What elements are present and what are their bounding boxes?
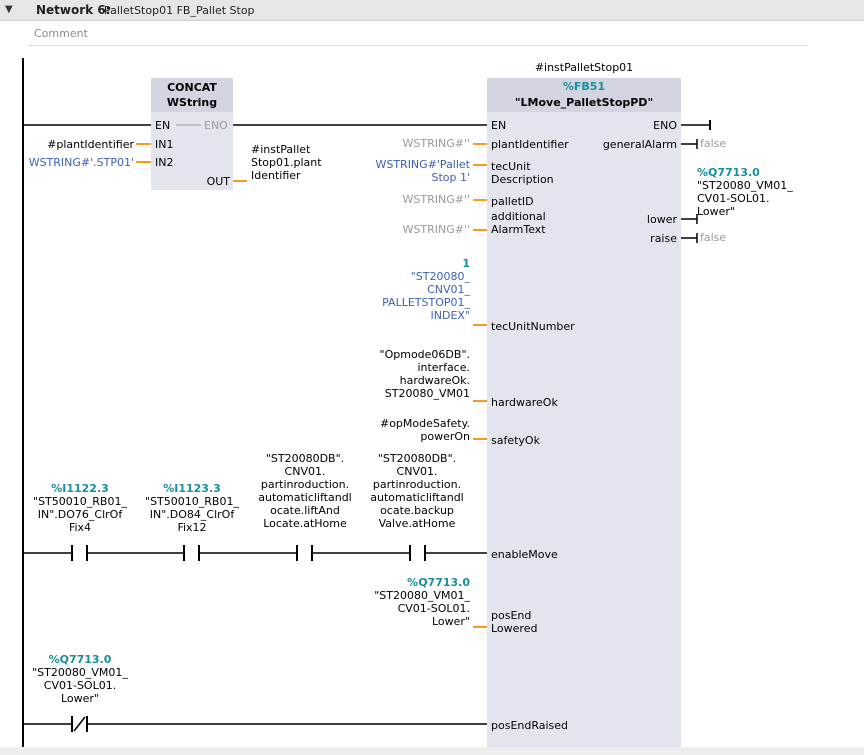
operand-posEndLowered[interactable]: %Q7713.0 "ST20080_VM01_ CV01-SOL01. Lowe… xyxy=(374,576,470,628)
label-palletID: palletID xyxy=(491,195,534,208)
operand-hardwareOk[interactable]: "Opmode06DB". interface. hardwareOk. ST2… xyxy=(379,348,470,400)
label-enableMove: enableMove xyxy=(491,548,558,561)
label-additionalAlarmText: additional AlarmText xyxy=(491,210,546,236)
concat-out-label: OUT xyxy=(206,175,230,188)
label-lower: lower xyxy=(646,213,677,226)
contact-c4[interactable] xyxy=(409,545,426,561)
network-name: PalletStop01 FB_Pallet Stop xyxy=(104,4,255,17)
fb-name: "LMove_PalletStopPD" xyxy=(514,96,654,109)
label-generalAlarm: generalAlarm xyxy=(602,138,677,151)
concat-eno-label: ENO xyxy=(204,119,228,132)
concat-type: WString xyxy=(166,96,218,109)
label-safetyOk: safetyOk xyxy=(491,434,540,447)
contact-c3[interactable] xyxy=(296,545,313,561)
fb-number: %FB51 xyxy=(562,80,606,93)
out-operand[interactable]: #instPallet Stop01.plant Identifier xyxy=(251,143,322,182)
operand-additionalAlarmText[interactable]: WSTRING#'' xyxy=(402,223,470,236)
label-hardwareOk: hardwareOk xyxy=(491,396,558,409)
label-raise: raise xyxy=(650,232,677,245)
concat-in1-label: IN1 xyxy=(155,138,174,151)
contact-c5-tag[interactable]: %Q7713.0 "ST20080_VM01_ CV01-SOL01. Lowe… xyxy=(32,653,128,705)
network-title: Network 6: xyxy=(36,3,111,17)
network-comment[interactable]: Comment xyxy=(28,22,808,46)
label-plantIdentifier: plantIdentifier xyxy=(491,138,569,151)
operand-generalAlarm[interactable]: false xyxy=(700,137,727,150)
operand-lower[interactable]: %Q7713.0 "ST20080_VM01_ CV01-SOL01. Lowe… xyxy=(697,166,793,218)
operand-plantIdentifier[interactable]: WSTRING#'' xyxy=(402,137,470,150)
label-posEndRaised: posEndRaised xyxy=(491,719,569,732)
fb-instance[interactable]: #instPalletStop01 xyxy=(534,61,634,74)
bottom-scroll-area xyxy=(0,747,864,755)
operand-tecUnitDescription[interactable]: WSTRING#'Pallet Stop 1' xyxy=(375,158,470,184)
collapse-triangle-icon[interactable]: ▼ xyxy=(5,4,13,15)
contact-c2[interactable] xyxy=(183,545,200,561)
label-tecUnitNumber: tecUnitNumber xyxy=(491,320,575,333)
contact-c1[interactable] xyxy=(71,545,88,561)
concat-en-label: EN xyxy=(155,119,171,132)
in1-operand[interactable]: #plantIdentifier xyxy=(47,138,134,151)
contact-c1-tag[interactable]: %I1122.3 "ST50010_RB01_ IN".DO76_ClrOf F… xyxy=(33,482,127,534)
contact-c2-tag[interactable]: %I1123.3 "ST50010_RB01_ IN".DO84_ClrOf F… xyxy=(145,482,239,534)
concat-in2-label: IN2 xyxy=(155,156,174,169)
operand-safetyOk[interactable]: #opModeSafety. powerOn xyxy=(379,417,470,443)
label-tecUnitDescription: tecUnit Description xyxy=(491,160,554,186)
operand-palletID[interactable]: WSTRING#'' xyxy=(402,193,470,206)
operand-raise[interactable]: false xyxy=(700,231,727,244)
network-header[interactable]: ▼ Network 6: PalletStop01 FB_Pallet Stop xyxy=(0,0,864,21)
concat-header xyxy=(151,78,233,112)
contact-c4-tag[interactable]: "ST20080DB". CNV01. partinroduction. aut… xyxy=(370,452,464,530)
contact-c3-tag[interactable]: "ST20080DB". CNV01. partinroduction. aut… xyxy=(258,452,352,530)
fb51-header xyxy=(487,78,681,112)
label-posEndLowered: posEnd Lowered xyxy=(491,609,538,635)
operand-tecUnitNumber[interactable]: 1 "ST20080_ CNV01_ PALLETSTOP01_ INDEX" xyxy=(382,257,470,322)
comment-placeholder: Comment xyxy=(34,27,88,40)
concat-title: CONCAT xyxy=(167,81,217,94)
fb-eno-label: ENO xyxy=(653,119,677,132)
fb51-block[interactable] xyxy=(487,78,681,748)
in2-operand[interactable]: WSTRING#'.STP01' xyxy=(28,156,134,169)
fb-en-label: EN xyxy=(491,119,507,132)
contact-c5-negated[interactable] xyxy=(71,716,88,732)
